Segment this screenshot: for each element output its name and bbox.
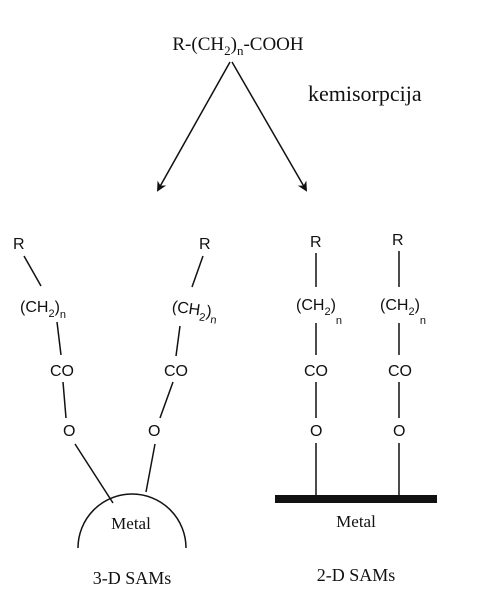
caption-3d-sams: 3-D SAMs [93,568,172,588]
caption-2d-sams: 2-D SAMs [317,565,396,585]
methylene-group: (CH2)n [170,299,219,327]
carbonyl-group: CO [304,363,328,380]
metal-surface [275,495,437,503]
bond-line [175,325,181,357]
r-group-label: R [199,236,211,253]
reactant-formula: R-(CH2)n-COOH [172,34,304,58]
oxygen-atom: O [148,423,160,440]
bond-line [56,321,62,356]
oxygen-atom: O [63,423,75,440]
right-chain-1: R (CH2)n CO O [296,234,342,497]
bond-line [191,255,204,288]
bond-line [23,255,42,287]
anchor-bond [145,443,156,493]
process-label: kemisorpcija [308,81,422,106]
arrow-to-3d [157,61,231,192]
carbonyl-group: CO [388,363,412,380]
methylene-group: (CH2)n [380,297,426,327]
metal-label-2d: Metal [336,512,376,531]
carbonyl-group: CO [50,363,74,380]
oxygen-atom: O [393,423,405,440]
bond-line [159,381,174,419]
left-chain-2: R (CH2)n CO O [145,236,219,493]
r-group-label: R [13,236,25,253]
metal-particle [77,493,187,549]
methylene-group: (CH2)n [296,297,342,327]
bond-line [62,381,67,419]
r-group-label: R [310,234,322,251]
anchor-bond [74,443,114,504]
r-group-label: R [392,232,404,249]
left-chain-1: R (CH2)n CO O [13,236,114,504]
oxygen-atom: O [310,423,322,440]
carbonyl-group: CO [164,363,188,380]
methylene-group: (CH2)n [20,299,66,321]
arrow-to-2d [231,61,308,192]
right-chain-2: R (CH2)n CO O [380,232,426,497]
metal-label-3d: Metal [111,514,151,533]
